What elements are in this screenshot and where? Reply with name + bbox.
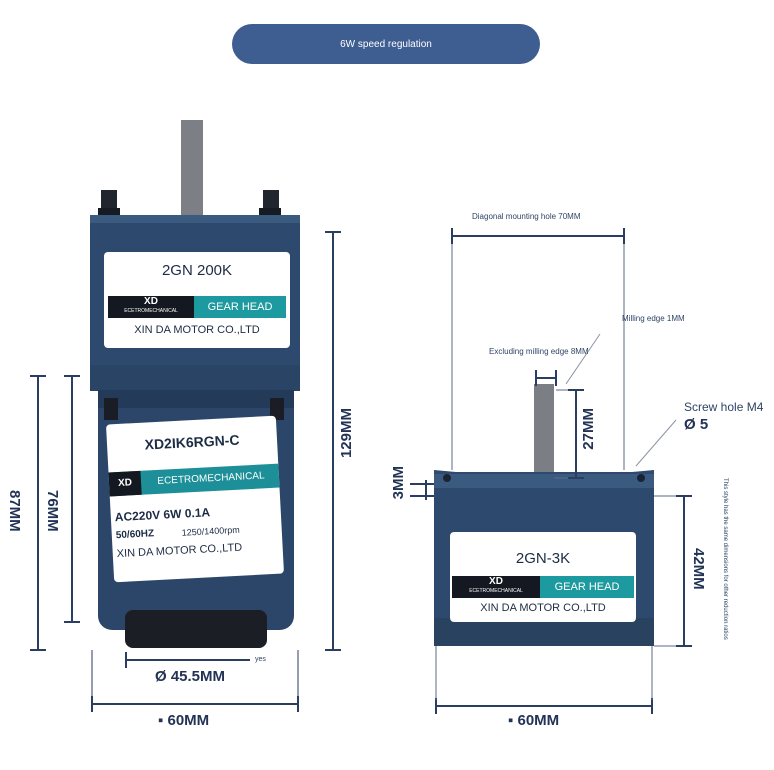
- left-motor-maker: XIN DA MOTOR CO.,LTD: [116, 541, 243, 561]
- dim-3mm: 3MM: [390, 466, 407, 500]
- left-gearhead-brand: XD: [144, 296, 158, 307]
- left-gearhead-brand-badge: XD ECETROMECHANICAL: [108, 296, 194, 318]
- left-gearhead-brand-sub: ECETROMECHANICAL: [124, 308, 178, 314]
- dim-42mm: 42MM: [690, 548, 707, 590]
- left-gearhead-label: 2GN 200K XD ECETROMECHANICAL GEAR HEAD X…: [104, 252, 290, 348]
- left-motor-brand-sub: ECETROMECHANICAL: [157, 470, 265, 487]
- dim-excluding-milling: Excluding milling edge 8MM: [489, 347, 589, 356]
- dim-screw-hole: Screw hole M4: [684, 400, 764, 414]
- right-gearhead-brand: XD: [489, 576, 503, 587]
- speed-banner: 6W speed regulation: [232, 24, 540, 64]
- dim-76mm: 76MM: [44, 490, 61, 532]
- dim-left-width: ▪ 60MM: [158, 712, 209, 729]
- right-guide-lines: [435, 244, 677, 700]
- left-motor-label: XD2IK6RGN-C XD ECETROMECHANICAL AC220V 6…: [105, 415, 285, 583]
- left-motor-brand-bar: XD ECETROMECHANICAL: [108, 463, 280, 497]
- left-guide-lines: [91, 650, 299, 700]
- right-dimension-lines: [410, 228, 692, 714]
- right-gearhead-brand-sub: ECETROMECHANICAL: [469, 588, 523, 594]
- banner-text: 6W speed regulation: [340, 38, 432, 50]
- right-gearhead-type: GEAR HEAD: [540, 576, 634, 598]
- right-gearhead-brand-badge: XD ECETROMECHANICAL: [452, 576, 540, 598]
- dim-right-width: ▪ 60MM: [508, 712, 559, 729]
- left-gearhead-type: GEAR HEAD: [194, 296, 286, 318]
- left-motor-spec-freq: 50/60HZ: [115, 528, 155, 542]
- left-motor-model: XD2IK6RGN-C: [144, 431, 240, 453]
- dim-87mm: 87MM: [6, 490, 23, 532]
- right-gearhead-label: 2GN-3K XD ECETROMECHANICAL GEAR HEAD XIN…: [450, 532, 636, 622]
- dim-diagonal: Diagonal mounting hole 70MM: [472, 212, 581, 221]
- left-gearhead-maker: XIN DA MOTOR CO.,LTD: [134, 324, 260, 336]
- right-gearhead-maker: XIN DA MOTOR CO.,LTD: [480, 602, 606, 614]
- dim-milling-edge: Milling edge 1MM: [622, 314, 685, 323]
- dim-27mm: 27MM: [580, 408, 597, 450]
- left-gearhead-model: 2GN 200K: [161, 262, 233, 279]
- right-shaft: [534, 384, 554, 479]
- left-motor-endcap: [125, 610, 267, 648]
- dim-screw-dia: Ø 5: [684, 416, 709, 433]
- right-gearhead-model: 2GN-3K: [515, 550, 571, 567]
- dim-diameter-note: yes: [255, 656, 266, 663]
- bullet-icon: ▪: [158, 712, 164, 729]
- left-motor-brand: XD: [108, 470, 142, 497]
- left-dimension-lines: [30, 231, 341, 712]
- dim-right-width-value: 60MM: [517, 712, 560, 729]
- left-shaft: [181, 120, 203, 215]
- dim-129mm: 129MM: [338, 408, 355, 459]
- bullet-icon: ▪: [508, 712, 514, 729]
- dim-left-width-value: 60MM: [167, 712, 210, 729]
- dim-diameter: Ø 45.5MM: [155, 668, 226, 685]
- side-note: This style has the same dimensions for o…: [722, 478, 728, 640]
- left-motor-spec-line1: AC220V 6W 0.1A: [114, 505, 211, 525]
- left-motor-spec-rpm: 1250/1400rpm: [181, 524, 240, 538]
